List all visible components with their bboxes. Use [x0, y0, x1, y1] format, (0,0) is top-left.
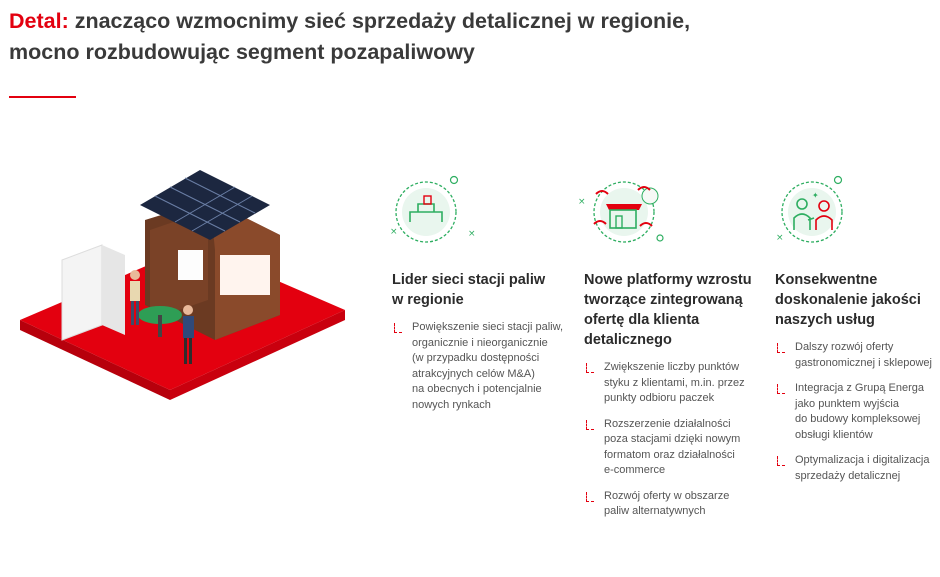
svg-text:×: ×	[578, 197, 586, 207]
list-item: Powiększenie sieci stacji paliw, organic…	[392, 320, 572, 413]
column-1-bullets: Powiększenie sieci stacji paliw, organic…	[392, 320, 572, 413]
column-2-title-line: ofertę dla klienta	[584, 312, 700, 328]
column-2-title-line: Nowe platformy wzrostu	[584, 272, 752, 288]
station-icon: × ×	[390, 175, 476, 243]
column-3-title-line: doskonalenie jakości	[775, 292, 921, 308]
platform-store-icon: ×	[578, 181, 664, 243]
column-3-title-line: Konsekwentne	[775, 272, 878, 288]
svg-text:✦: ✦	[812, 191, 819, 200]
column-1-title: Lider sieci stacji paliw w regionie	[392, 270, 572, 310]
column-fuel-network: Lider sieci stacji paliw w regionie Powi…	[392, 270, 572, 423]
list-item: Optymalizacja i digitalizacja sprzedaży …	[775, 453, 940, 484]
column-3-title: Konsekwentne doskonalenie jakości naszyc…	[775, 270, 940, 330]
column-1-title-line: Lider sieci stacji paliw	[392, 272, 546, 288]
svg-text:×: ×	[776, 233, 784, 243]
list-item: Integracja z Grupą Energa jako punktem w…	[775, 381, 940, 443]
column-2-title-line: detalicznego	[584, 332, 672, 348]
retail-kiosk-illustration	[20, 170, 345, 400]
column-3-title-line: naszych usług	[775, 312, 875, 328]
svg-text:×: ×	[468, 229, 476, 239]
list-item: Zwiększenie liczby punktów styku z klien…	[584, 360, 769, 407]
headline-underline	[9, 96, 76, 98]
headline-line-1-text: znacząco wzmocnimy sieć sprzedaży detali…	[74, 9, 691, 33]
headline-line-1: Detal: znacząco wzmocnimy sieć sprzedaży…	[9, 6, 909, 37]
column-3-bullets: Dalszy rozwój oferty gastronomicznej i s…	[775, 340, 940, 484]
headline-line-2: mocno rozbudowując segment pozapaliwowy	[9, 40, 475, 64]
column-2-title: Nowe platformy wzrostu tworzące zintegro…	[584, 270, 769, 350]
list-item: Rozwój oferty w obszarze paliw alternaty…	[584, 489, 769, 520]
svg-text:×: ×	[390, 227, 398, 237]
column-new-platforms: Nowe platformy wzrostu tworzące zintegro…	[584, 270, 769, 530]
list-item: Dalszy rozwój oferty gastronomicznej i s…	[775, 340, 940, 371]
page-headline: Detal: znacząco wzmocnimy sieć sprzedaży…	[9, 6, 909, 68]
headline-accent: Detal:	[9, 9, 69, 33]
column-2-bullets: Zwiększenie liczby punktów styku z klien…	[584, 360, 769, 520]
column-service-quality: Konsekwentne doskonalenie jakości naszyc…	[775, 270, 940, 494]
customer-service-icon: × ✦	[776, 175, 843, 243]
column-1-title-line: w regionie	[392, 292, 464, 308]
list-item: Rozszerzenie działalności poza stacjami …	[584, 417, 769, 479]
column-2-title-line: tworzące zintegrowaną	[584, 292, 743, 308]
